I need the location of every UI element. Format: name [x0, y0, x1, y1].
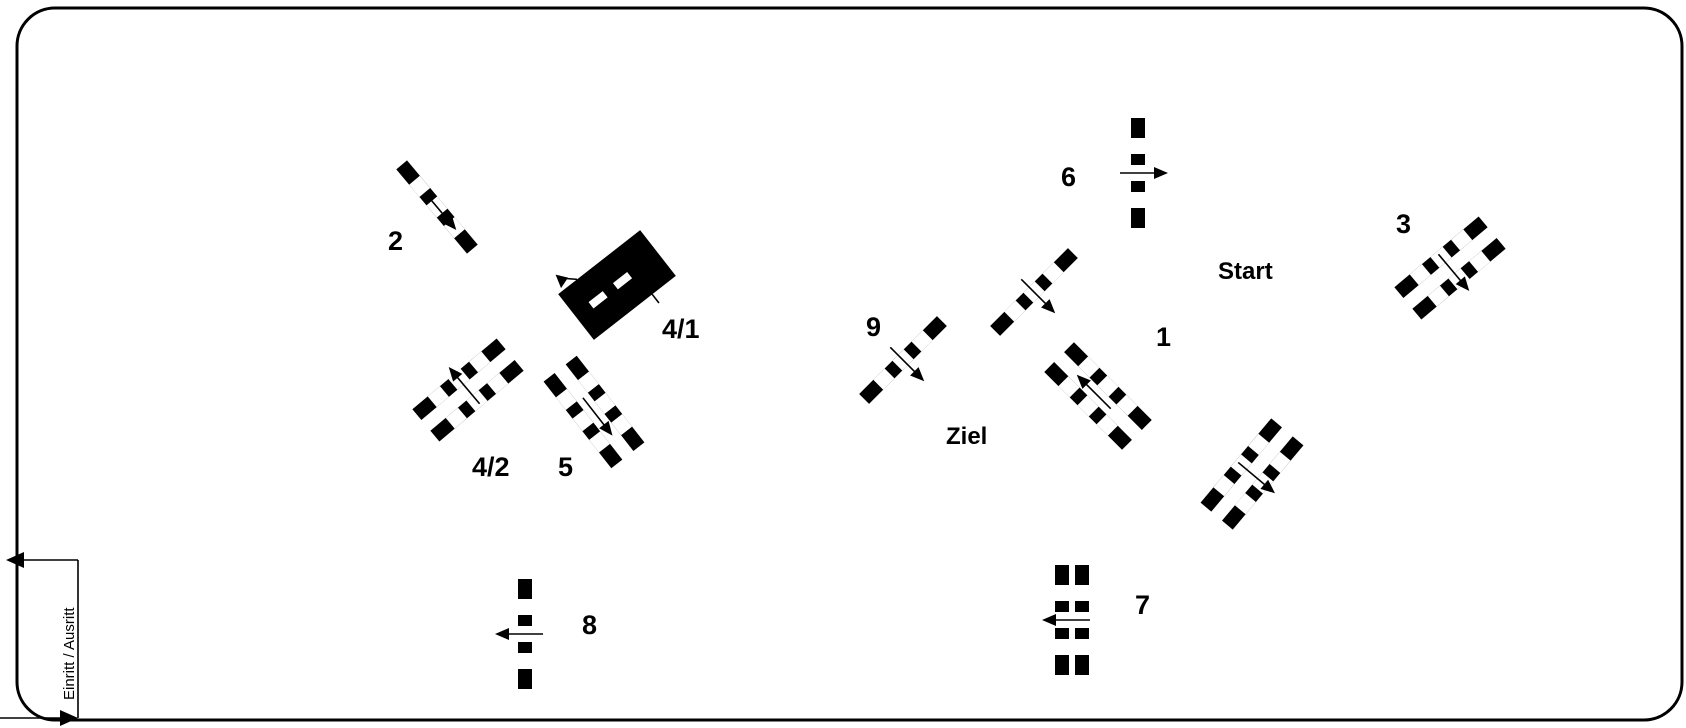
label-9: 9: [866, 312, 881, 342]
label-2: 2: [388, 226, 403, 256]
label-4-2: 4/2: [472, 452, 510, 482]
label-1: 1: [1156, 322, 1171, 352]
obstacle-4-2: [412, 338, 524, 442]
start-label: Start: [1218, 258, 1273, 285]
label-4-1: 4/1: [662, 314, 700, 344]
label-7: 7: [1135, 590, 1150, 620]
obstacle-2: [396, 160, 478, 254]
obstacle-8: [494, 579, 544, 689]
obstacle-unnumbered-upper: [990, 248, 1078, 336]
obstacle-4-1: [555, 230, 676, 340]
arrow-icon: [6, 552, 24, 568]
entry-exit-label: Einritt / Ausritt: [61, 607, 78, 700]
finish-label: Ziel: [946, 423, 987, 450]
arrow-icon: [60, 710, 78, 726]
obstacle-unnumbered-lower: [1200, 418, 1304, 530]
arrow-icon: [420, 188, 462, 235]
obstacle-1: [1044, 342, 1152, 450]
label-5: 5: [558, 452, 573, 482]
label-3: 3: [1396, 209, 1411, 239]
label-8: 8: [582, 610, 597, 640]
arrow-icon: [555, 274, 569, 289]
obstacle-7: [1041, 565, 1091, 675]
obstacle-3: [1394, 216, 1506, 320]
obstacle-6: [1119, 118, 1169, 228]
entry-exit-marker: [0, 552, 79, 726]
arena-border: [15, 6, 1684, 722]
label-6: 6: [1061, 162, 1076, 192]
